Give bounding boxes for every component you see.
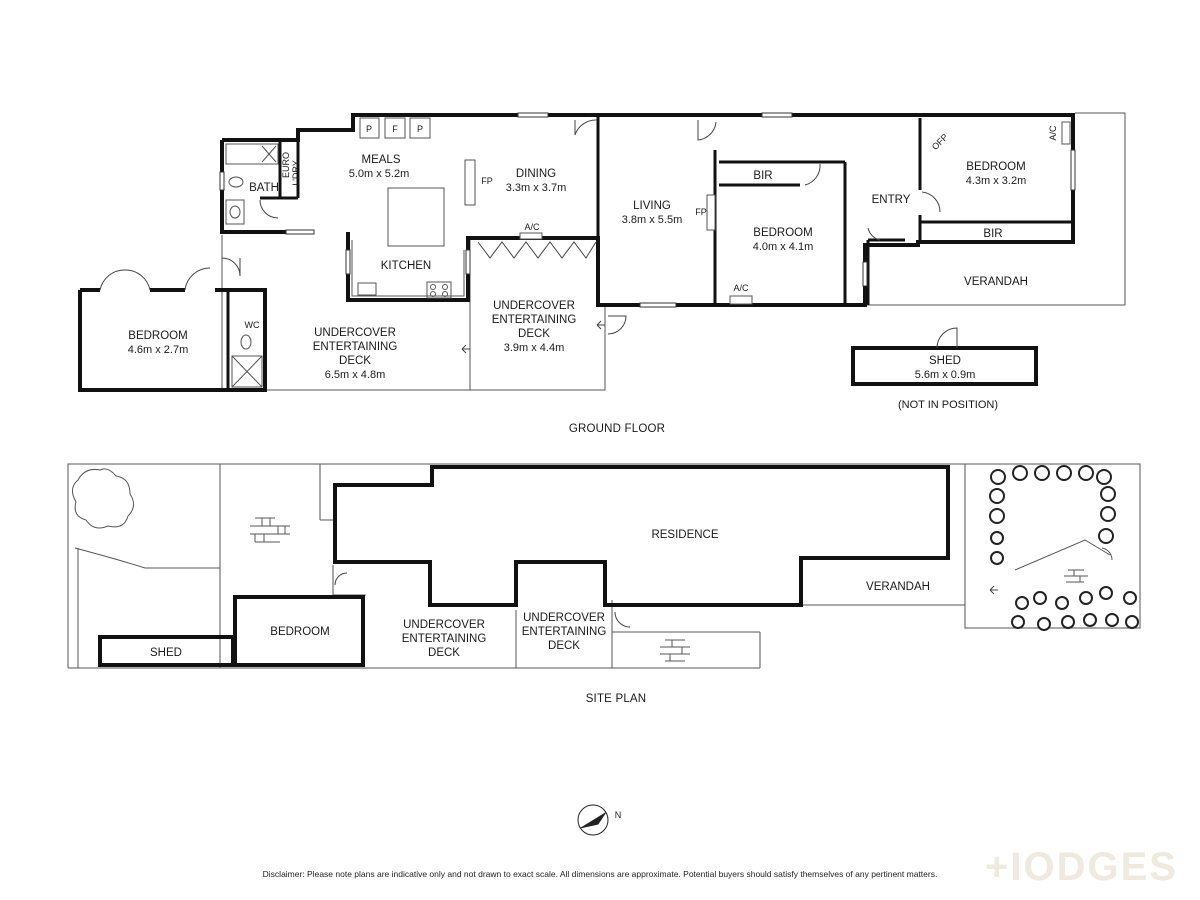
bath-label: BATH — [249, 182, 279, 194]
disclaimer-text: Disclaimer: Please note plans are indica… — [262, 869, 938, 879]
ac-label: A/C — [1048, 125, 1058, 141]
fp-label: FP — [695, 207, 707, 217]
sink-icon — [357, 282, 377, 296]
door-icon — [574, 119, 598, 136]
room-name: MEALS — [362, 154, 401, 166]
door-icon — [804, 163, 821, 186]
deck-label: ENTERTAINING — [402, 633, 487, 645]
pantry-label: P — [366, 124, 372, 134]
pantry-box — [409, 117, 431, 139]
room-name: DINING — [516, 168, 556, 180]
room-name: BEDROOM — [128, 330, 187, 342]
room-name: SHED — [929, 355, 961, 367]
ac-unit-icon — [519, 232, 543, 240]
fridge-box — [384, 117, 406, 139]
door-icon — [921, 191, 941, 213]
room-name: LIVING — [633, 200, 671, 212]
deck-label: DECK — [548, 640, 580, 652]
ofp-label: OFP — [930, 132, 950, 152]
entry-label: ENTRY — [872, 194, 911, 206]
compass-icon: N — [577, 804, 622, 836]
fridge-label: F — [392, 124, 398, 134]
ac-unit-icon — [729, 295, 753, 305]
bir-label: BIR — [753, 170, 772, 182]
room-name: DECK — [339, 355, 371, 367]
room-name: UNDERCOVER — [493, 300, 575, 312]
room-name: BEDROOM — [966, 161, 1025, 173]
pantry-label: P — [417, 124, 423, 134]
paving-icon — [660, 639, 690, 662]
door-icon — [334, 572, 348, 586]
tree-icon — [72, 468, 134, 529]
site-plan-caption: SITE PLAN — [586, 693, 647, 705]
ac-label: A/C — [524, 222, 540, 232]
deck-label: UNDERCOVER — [523, 612, 605, 624]
vanity-icon — [225, 199, 245, 225]
paving-icon — [250, 517, 290, 543]
room-dimension: 4.0m x 4.1m — [753, 241, 814, 253]
euro-label: EURO — [281, 152, 291, 178]
fireplace-icon — [706, 194, 716, 231]
brand-logo: +IODGES — [985, 845, 1178, 889]
room-name: UNDERCOVER — [314, 327, 396, 339]
ground-floor-caption: GROUND FLOOR — [569, 423, 665, 435]
shower-icon — [231, 355, 263, 388]
door-icon — [259, 199, 279, 219]
room-name: DECK — [518, 328, 550, 340]
pantry-box — [359, 117, 380, 139]
room-dimension: 3.9m x 4.4m — [504, 342, 565, 354]
shed-note: (NOT IN POSITION) — [898, 399, 998, 411]
room-name: BEDROOM — [753, 227, 812, 239]
room-dimension: 5.0m x 5.2m — [349, 168, 410, 180]
shed-outline — [98, 635, 235, 667]
kitchen-island — [387, 187, 445, 247]
cooktop-icon — [426, 281, 452, 299]
bedroom-label: BEDROOM — [270, 626, 329, 638]
bathtub-icon — [225, 143, 279, 165]
room-name: ENTERTAINING — [492, 314, 577, 326]
deck-label: UNDERCOVER — [403, 619, 485, 631]
room-dimension: 3.3m x 3.7m — [506, 182, 567, 194]
room-dimension: 3.8m x 5.5m — [622, 214, 683, 226]
toilet-icon — [228, 176, 244, 188]
shrub-icons — [989, 465, 1139, 631]
door-icon — [614, 611, 631, 628]
site-plan: RESIDENCE VERANDAH BEDROOM SHED UNDERCOV… — [67, 463, 1141, 705]
room-dimension: 4.6m x 2.7m — [128, 344, 189, 356]
ground-floor: P F P — [78, 112, 1126, 435]
door-icon — [867, 227, 881, 241]
kitchen-label: KITCHEN — [381, 260, 431, 272]
door-icon — [221, 257, 241, 277]
ac-unit-icon — [1061, 121, 1071, 145]
paving-icon — [1064, 569, 1088, 583]
north-label: N — [615, 810, 622, 820]
shed-label: SHED — [150, 647, 182, 659]
toilet-icon — [240, 334, 252, 350]
room-dimension: 4.3m x 3.2m — [966, 175, 1027, 187]
bir-label: BIR — [983, 228, 1002, 240]
verandah-label: VERANDAH — [866, 581, 930, 593]
deck-label: DECK — [428, 647, 460, 659]
ac-label: A/C — [733, 283, 749, 293]
wc-label: WC — [245, 320, 260, 330]
door-icon — [936, 327, 958, 349]
shed-outline — [851, 346, 1038, 386]
double-door-icon — [99, 269, 151, 291]
fp-label: FP — [481, 176, 493, 186]
bedroom-outline — [233, 595, 365, 667]
laundry-label: L'DRY — [291, 160, 301, 186]
deck-label: ENTERTAINING — [522, 626, 607, 638]
residence-outline — [333, 465, 950, 607]
room-dimension: 5.6m x 0.9m — [915, 369, 976, 381]
door-icon — [697, 120, 717, 141]
door-icon — [607, 315, 627, 335]
fireplace-icon — [464, 159, 476, 206]
door-icon — [184, 267, 211, 291]
room-name: ENTERTAINING — [313, 341, 398, 353]
residence-label: RESIDENCE — [651, 529, 718, 541]
room-dimension: 6.5m x 4.8m — [325, 369, 386, 381]
verandah-label: VERANDAH — [964, 276, 1028, 288]
